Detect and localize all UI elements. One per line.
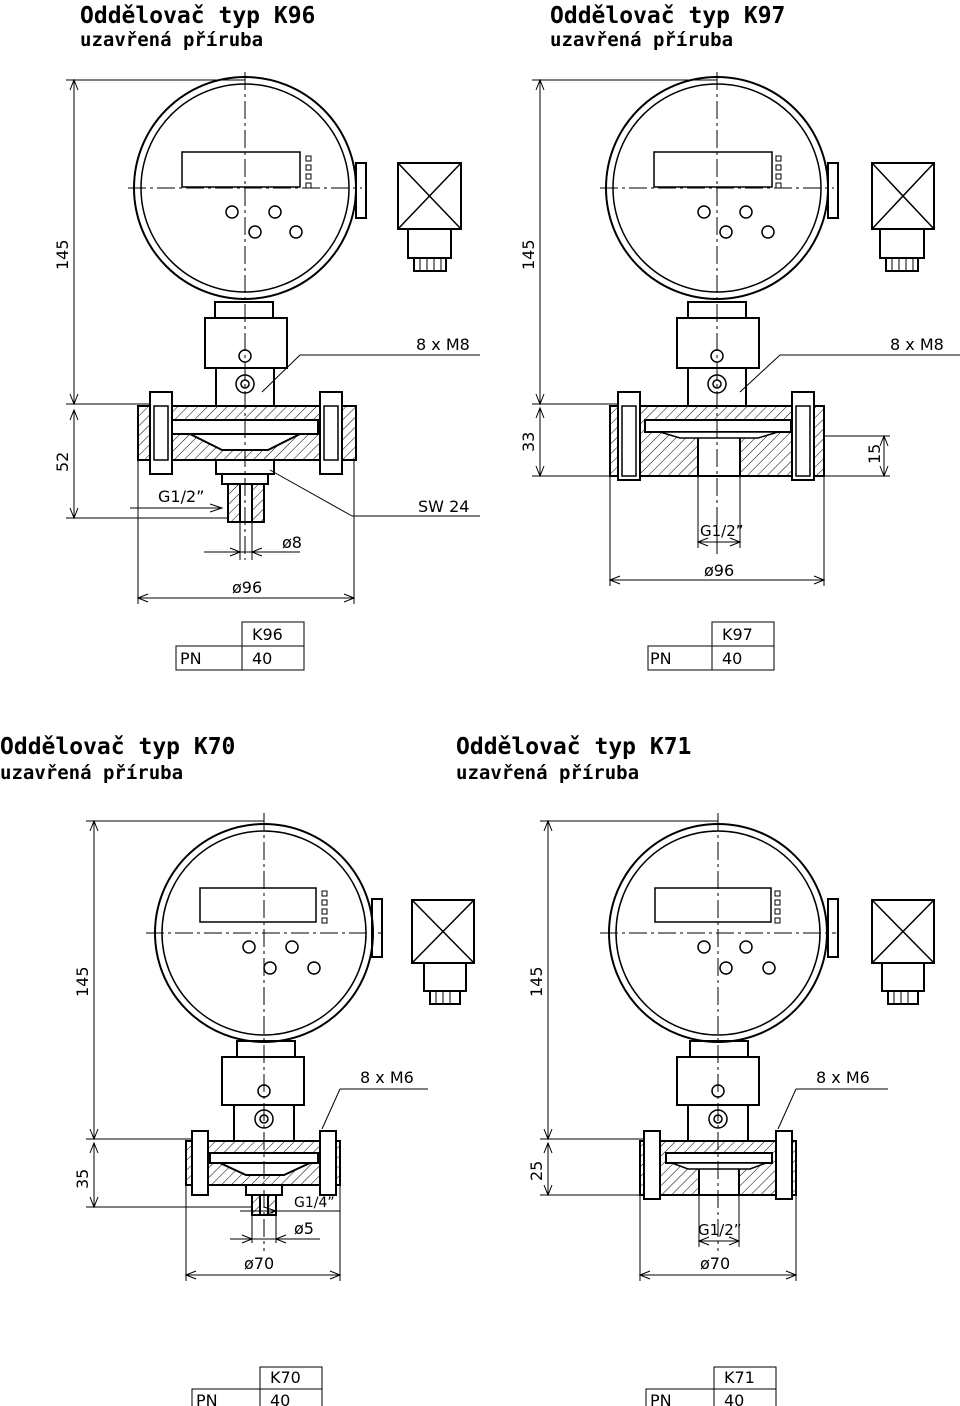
connector-neck (827, 162, 839, 219)
panel-title: Oddělovač typ K71 (456, 734, 692, 760)
lcd-display (199, 887, 317, 923)
neck-block (204, 317, 288, 369)
key-1 (242, 940, 256, 954)
key-3 (263, 961, 277, 975)
dim-thread: G1/2” (698, 1221, 742, 1239)
dim-bore: ø8 (282, 533, 302, 552)
panel-subtitle: uzavřená příruba (456, 762, 640, 784)
dim-bolt: 8 x M6 (816, 1068, 870, 1087)
key-1 (697, 205, 711, 219)
neck-block (221, 1056, 305, 1106)
key-2 (739, 205, 753, 219)
key-3 (719, 961, 733, 975)
dim-thread: G1/4” (294, 1195, 335, 1211)
table-header: K70 (270, 1368, 301, 1387)
key-4 (761, 225, 775, 239)
dim-diameter: ø96 (704, 561, 734, 580)
dim-bore: ø5 (294, 1219, 314, 1238)
dim-lower: 33 (519, 432, 538, 452)
lcd-display (653, 151, 773, 188)
bolt-right (319, 1130, 337, 1196)
table-row-label: PN (650, 649, 672, 668)
dim-diameter: ø70 (700, 1254, 730, 1273)
key-1 (225, 205, 239, 219)
dim-lower: 52 (53, 452, 72, 472)
panel-k96: Oddělovač typ K96 uzavřená příruba (0, 0, 480, 703)
diaphragm (659, 431, 779, 439)
dim-thread: G1/2” (158, 487, 204, 506)
diaphragm (671, 1162, 767, 1170)
dim-lower: 25 (527, 1161, 546, 1181)
dim-height: 145 (519, 239, 538, 270)
dim-height: 145 (73, 966, 92, 997)
dim-bolt: 8 x M8 (890, 335, 944, 354)
bolt-right (775, 1130, 793, 1200)
panel-title: Oddělovač typ K96 (80, 3, 316, 29)
table-header: K71 (724, 1368, 755, 1387)
table-header: K97 (722, 625, 753, 644)
dim-bolt: 8 x M8 (416, 335, 470, 354)
panel-subtitle: uzavřená příruba (0, 762, 184, 784)
key-1 (697, 940, 711, 954)
connector-neck (355, 162, 367, 219)
key-3 (248, 225, 262, 239)
drawing-k71: 145 25 8 x M6 G1/2” ø70 K71 PN 40 (527, 813, 935, 1406)
dim-diameter: ø70 (244, 1254, 274, 1273)
lcd-display (181, 151, 301, 188)
drawing-k70: 145 35 8 x M6 G1/4” ø5 ø70 K70 PN 40 (73, 813, 475, 1406)
table-header: K96 (252, 625, 283, 644)
panel-k97: Oddělovač typ K97 uzavřená příruba (480, 0, 960, 703)
table-row-label: PN (180, 649, 202, 668)
panel-k71: Oddělovač typ K71 uzavřená příruba (456, 703, 960, 1406)
key-3 (719, 225, 733, 239)
drawing-k96: 145 52 8 x M8 G1/2” SW 24 ø8 ø96 K96 PN … (53, 72, 480, 671)
table-row-value: 40 (722, 649, 742, 668)
dim-diameter: ø96 (232, 578, 262, 597)
key-4 (289, 225, 303, 239)
bolt-left (643, 1130, 661, 1200)
connector-neck (371, 898, 383, 958)
key-4 (307, 961, 321, 975)
lcd-display (654, 887, 772, 923)
table-row-value: 40 (724, 1391, 744, 1406)
dim-lower: 35 (73, 1169, 92, 1189)
dim-bolt: 8 x M6 (360, 1068, 414, 1087)
dim-wrench: SW 24 (418, 497, 469, 516)
drawing-k97: 145 33 8 x M8 15 G1/2” ø96 K97 PN 40 (519, 72, 960, 671)
dim-side: 15 (865, 444, 884, 464)
key-2 (285, 940, 299, 954)
panel-title: Oddělovač typ K97 (550, 3, 786, 29)
dim-height: 145 (527, 966, 546, 997)
panel-title: Oddělovač typ K70 (0, 734, 236, 760)
table-row-label: PN (196, 1391, 218, 1406)
table-row-value: 40 (252, 649, 272, 668)
neck-block (676, 317, 760, 369)
panel-k70: Oddělovač typ K70 uzavřená příruba (0, 703, 480, 1406)
dim-thread: G1/2” (700, 522, 744, 540)
bolt-left (191, 1130, 209, 1196)
connector-neck (827, 898, 839, 958)
key-2 (268, 205, 282, 219)
diaphragm (219, 1162, 311, 1176)
panel-subtitle: uzavřená příruba (550, 29, 734, 51)
table-row-label: PN (650, 1391, 672, 1406)
table-row-value: 40 (270, 1391, 290, 1406)
dim-height: 145 (53, 239, 72, 270)
key-2 (739, 940, 753, 954)
panel-subtitle: uzavřená příruba (80, 29, 264, 51)
key-4 (762, 961, 776, 975)
